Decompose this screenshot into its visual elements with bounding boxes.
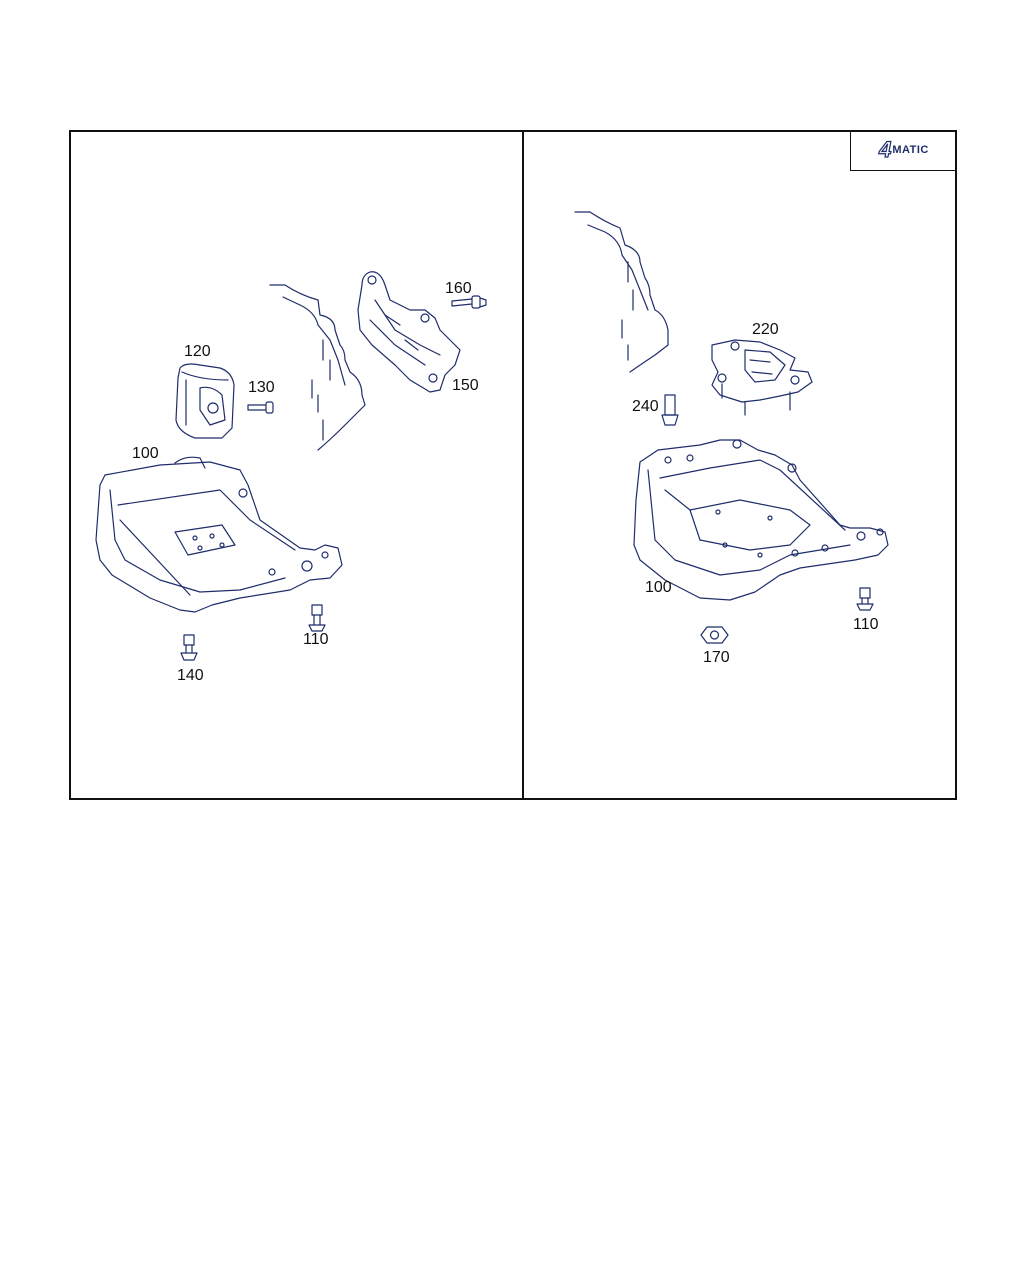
mount-120 bbox=[175, 363, 235, 439]
bracket-150 bbox=[357, 271, 461, 393]
callout-220: 220 bbox=[752, 321, 779, 338]
bolt-160 bbox=[451, 295, 487, 309]
bolt-240 bbox=[661, 394, 679, 426]
callout-100-right: 100 bbox=[645, 579, 672, 596]
bolt-110-right bbox=[856, 587, 874, 611]
mount-220 bbox=[711, 339, 813, 416]
4matic-badge: 4 MATIC bbox=[850, 130, 957, 171]
transmission-housing-left bbox=[269, 284, 366, 451]
callout-170: 170 bbox=[703, 649, 730, 666]
nut-170 bbox=[700, 626, 729, 644]
callout-110-right: 110 bbox=[853, 616, 879, 633]
bolt-110-left bbox=[308, 604, 326, 632]
transmission-housing-right bbox=[574, 211, 669, 373]
4matic-logo-text: MATIC bbox=[892, 144, 929, 156]
panel-divider bbox=[522, 130, 524, 800]
bolt-130 bbox=[247, 401, 274, 414]
callout-140: 140 bbox=[177, 667, 204, 684]
4matic-logo-digit: 4 bbox=[878, 136, 892, 162]
crossmember-100-right bbox=[633, 439, 889, 601]
callout-130: 130 bbox=[248, 379, 275, 396]
callout-160: 160 bbox=[445, 280, 472, 297]
callout-240: 240 bbox=[632, 398, 659, 415]
callout-110-left: 110 bbox=[303, 631, 329, 648]
bolt-140 bbox=[180, 634, 198, 661]
callout-150: 150 bbox=[452, 377, 479, 394]
callout-100-left: 100 bbox=[132, 445, 159, 462]
callout-120: 120 bbox=[184, 343, 211, 360]
diagram-frame bbox=[69, 130, 957, 800]
crossmember-100-left bbox=[95, 456, 343, 613]
